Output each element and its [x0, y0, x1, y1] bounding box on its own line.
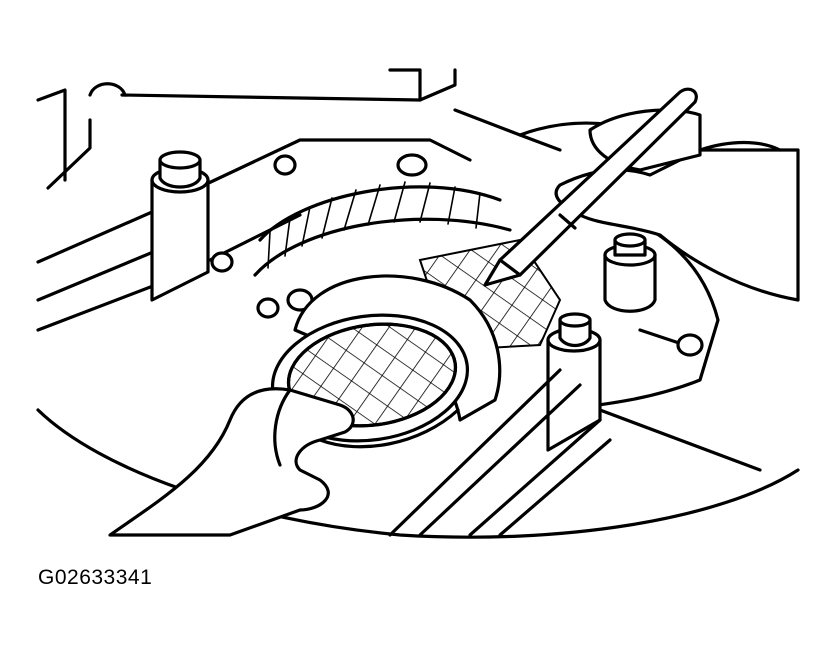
differential-gear-illustration — [36, 68, 800, 539]
support-rails — [388, 368, 612, 537]
center-bolt-post — [546, 312, 602, 452]
right-housing — [210, 154, 762, 472]
left-hand — [108, 387, 355, 537]
figure-code: G02633341 — [38, 566, 153, 589]
left-bolt-post — [150, 150, 210, 302]
pointer-brush — [483, 87, 698, 287]
ring-gear — [253, 153, 512, 312]
right-bolt-post — [603, 232, 657, 313]
